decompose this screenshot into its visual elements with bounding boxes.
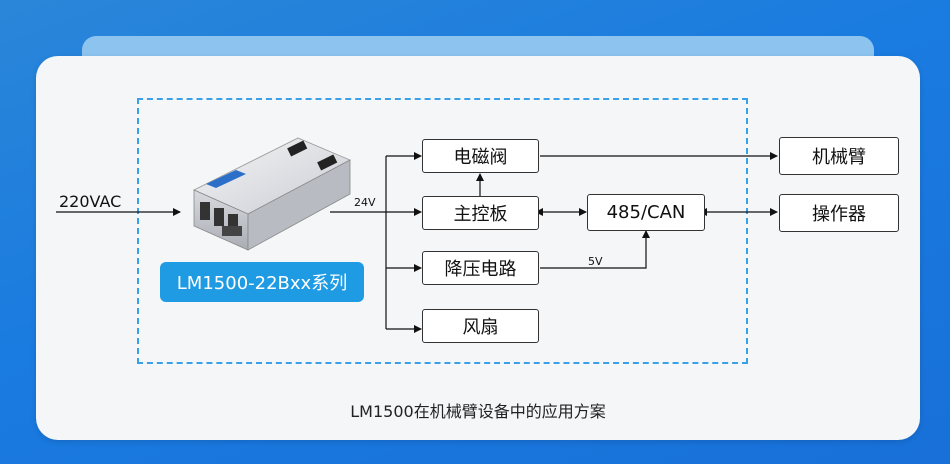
product-series-label: LM1500-22Bxx系列: [160, 262, 364, 302]
voltage-5v-label: 5V: [588, 255, 603, 268]
voltage-24v-label: 24V: [354, 196, 376, 209]
input-voltage-label: 220VAC: [59, 192, 122, 211]
power-supply-system-boundary: [137, 98, 748, 364]
solenoid-valve-block: 电磁阀: [422, 139, 539, 173]
diagram-card: [36, 56, 920, 440]
diagram-caption: LM1500在机械臂设备中的应用方案: [350, 402, 606, 421]
step-down-circuit-block: 降压电路: [422, 251, 539, 285]
step-down-5v-wire: [540, 230, 650, 269]
fan-block: 风扇: [422, 309, 539, 343]
robot-arm-block: 机械臂: [779, 137, 899, 175]
operator-block: 操作器: [779, 194, 899, 232]
bus-485-can-block: 485/CAN: [587, 194, 705, 231]
main-board-block: 主控板: [422, 196, 539, 230]
power-supply-image: [193, 137, 351, 251]
